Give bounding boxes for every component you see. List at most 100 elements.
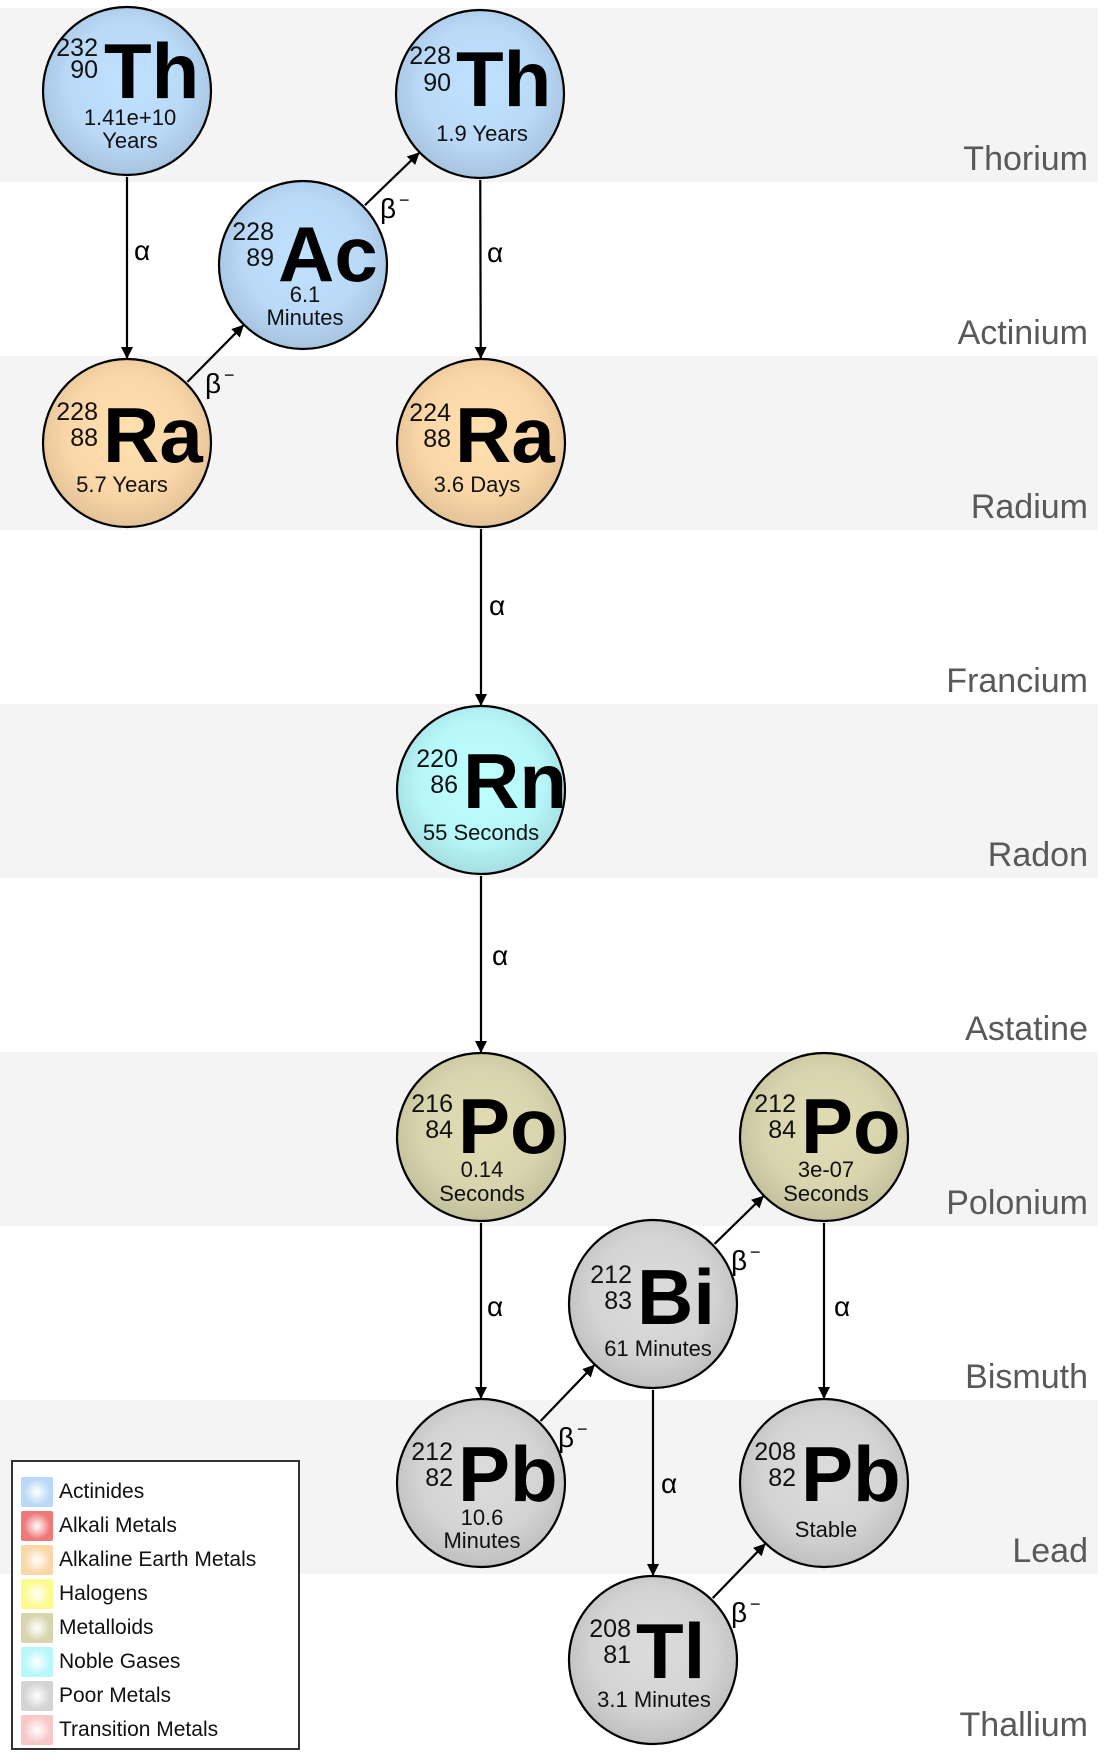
legend-item-poor: Poor Metals: [21, 1679, 298, 1713]
half-life: Minutes: [443, 1528, 520, 1553]
element-symbol: Pb: [801, 1430, 901, 1518]
mass-number: 232: [56, 34, 98, 62]
band-label: Bismuth: [965, 1358, 1088, 1396]
mass-number: 212: [754, 1090, 796, 1118]
element-symbol: Po: [801, 1082, 901, 1170]
band-label: Radon: [988, 836, 1088, 874]
decay-th228-ra224: α: [474, 179, 503, 360]
nuclide-circle: [567, 1574, 739, 1746]
decay-mode-label: β: [731, 1597, 747, 1628]
legend-swatch: [21, 1647, 53, 1677]
legend-item-actinides: Actinides: [21, 1475, 298, 1509]
mass-number: 220: [416, 745, 458, 773]
decay-arrow: [711, 1543, 766, 1599]
decay-mode-label: β: [380, 193, 396, 224]
legend-item-noble: Noble Gases: [21, 1645, 298, 1679]
legend-item-alkali: Alkali Metals: [21, 1509, 298, 1543]
mass-number: 224: [409, 399, 451, 427]
element-symbol: Po: [458, 1082, 558, 1170]
element-symbol: Pb: [458, 1430, 558, 1518]
legend-label: Transition Metals: [59, 1718, 219, 1741]
band-label: Radium: [971, 488, 1088, 526]
legend-item-alkaline-earth: Alkaline Earth Metals: [21, 1543, 298, 1577]
decay-tl208-pb208: β−: [711, 1543, 766, 1628]
half-life: 0.14: [461, 1157, 504, 1182]
decay-th232-ra228: α: [121, 177, 150, 359]
atomic-number: 90: [423, 69, 451, 97]
legend-label: Noble Gases: [59, 1650, 181, 1673]
decay-mode-superscript: −: [577, 1419, 588, 1439]
legend-swatch: [21, 1715, 53, 1745]
legend-item-transition: Transition Metals: [21, 1713, 298, 1747]
decay-mode-label: α: [487, 1291, 503, 1322]
band-actinium: Actinium: [958, 314, 1088, 352]
band-label: Polonium: [946, 1184, 1088, 1222]
mass-number: 212: [411, 1438, 453, 1466]
half-life: 5.7 Years: [76, 472, 168, 497]
decay-mode-label: α: [487, 237, 503, 268]
legend-swatch: [21, 1613, 53, 1643]
legend-swatch: [21, 1579, 53, 1609]
atomic-number: 84: [425, 1116, 453, 1144]
band-bismuth: Bismuth: [965, 1358, 1088, 1396]
mass-number: 212: [590, 1261, 632, 1289]
legend-swatch: [21, 1511, 53, 1541]
element-symbol: Th: [104, 27, 199, 115]
band-label: Astatine: [965, 1010, 1088, 1048]
half-life: Years: [102, 128, 157, 153]
decay-mode-label: β: [205, 368, 221, 399]
decay-bi212-tl208: α: [647, 1390, 677, 1576]
band-astatine: Astatine: [965, 1010, 1088, 1048]
band-thallium: Thallium: [960, 1706, 1088, 1744]
nuclide-circle: [395, 357, 567, 529]
decay-arrow: [186, 324, 245, 383]
nuclide-circle: [41, 357, 213, 529]
half-life: 10.6: [461, 1505, 504, 1530]
nuclide-circle: [567, 1218, 739, 1390]
nuclide-circle: [395, 1397, 567, 1569]
band-label: Thorium: [963, 140, 1088, 178]
half-life: 3.6 Days: [434, 472, 521, 497]
mass-number: 216: [411, 1090, 453, 1118]
decay-arrow: [713, 1195, 764, 1245]
legend-label: Metalloids: [59, 1616, 154, 1639]
band-label: Thallium: [960, 1706, 1088, 1744]
mass-number: 228: [56, 398, 98, 426]
legend-label: Halogens: [59, 1582, 148, 1605]
legend-swatch: [21, 1681, 53, 1711]
legend-label: Alkali Metals: [59, 1514, 177, 1537]
decay-mode-label: α: [834, 1291, 850, 1322]
atomic-number: 81: [603, 1641, 631, 1669]
legend-item-halogens: Halogens: [21, 1577, 298, 1611]
decay-pb212-bi212: β−: [539, 1364, 595, 1453]
atomic-number: 89: [246, 244, 274, 272]
decay-po212-pb208: α: [818, 1223, 850, 1399]
decay-mode-label: β: [558, 1422, 574, 1453]
half-life: Minutes: [266, 305, 343, 330]
atomic-number: 90: [70, 56, 98, 84]
atomic-number: 82: [425, 1464, 453, 1492]
nuclide-circle: [738, 1397, 910, 1569]
element-symbol: Rn: [463, 737, 567, 825]
mass-number: 208: [754, 1438, 796, 1466]
half-life: Stable: [795, 1517, 857, 1542]
mass-number: 228: [409, 42, 451, 70]
nuclide-circle: [41, 5, 213, 177]
half-life: Seconds: [439, 1181, 525, 1206]
band-francium: Francium: [946, 662, 1088, 700]
decay-mode-superscript: −: [399, 190, 410, 210]
element-bands: ThoriumActiniumRadiumFranciumRadonAstati…: [0, 8, 1098, 1744]
legend-label: Alkaline Earth Metals: [59, 1548, 257, 1571]
half-life: Seconds: [783, 1181, 869, 1206]
